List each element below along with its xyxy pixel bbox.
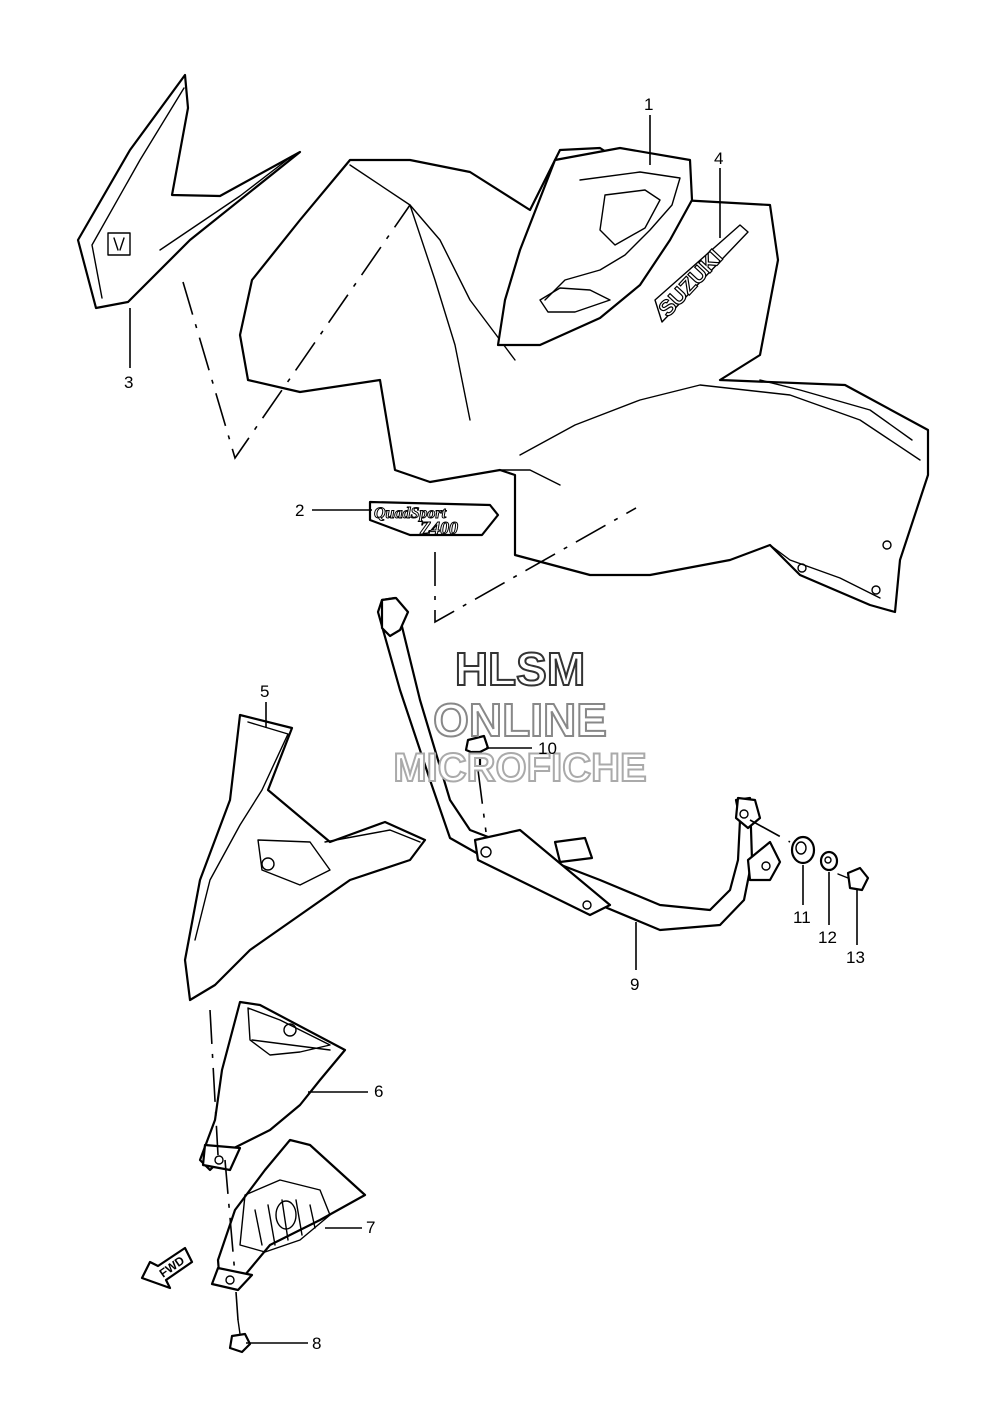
callout-11: 11 xyxy=(793,908,811,927)
front-fender-body xyxy=(238,146,930,614)
callout-3: 3 xyxy=(124,373,134,392)
assembly-guide-lines-lower xyxy=(209,1009,239,1321)
callout-6: 6 xyxy=(374,1082,384,1101)
part-11-cushion xyxy=(749,819,816,865)
callout-4: 4 xyxy=(714,149,724,168)
callout-5: 5 xyxy=(260,682,270,701)
part-13-screw xyxy=(837,866,870,892)
callout-2: 2 xyxy=(295,501,305,520)
callout-1: 1 xyxy=(644,95,654,114)
part-1-center-cover xyxy=(496,146,694,347)
watermark-line-2: ONLINE xyxy=(432,694,608,746)
callout-10: 10 xyxy=(538,739,557,758)
callout-13: 13 xyxy=(846,948,865,967)
part-8-screw xyxy=(228,1319,252,1354)
callout-12: 12 xyxy=(818,928,837,947)
fwd-direction-arrow: FWD xyxy=(140,1246,194,1290)
part-5-lower-cover xyxy=(183,713,427,1002)
callout-leader-lines xyxy=(129,115,858,1344)
assembly-guide-lines-upper xyxy=(182,204,637,624)
callout-7: 7 xyxy=(366,1218,376,1237)
part-10-bolt xyxy=(464,734,490,833)
part-3-front-decal xyxy=(76,73,302,310)
part-7-duct xyxy=(210,1138,367,1292)
part-2-model-decal: QuadSport Z400 xyxy=(368,500,500,539)
part-9-mounting-bracket xyxy=(376,596,782,932)
emblem-model-number-text: Z400 xyxy=(419,518,458,538)
emblem-model-text: QuadSport xyxy=(374,505,447,522)
watermark-line-1: HLSM xyxy=(454,643,586,695)
part-12-washer xyxy=(819,850,839,872)
part-6-cover xyxy=(198,1000,347,1172)
watermark-line-3: MICROFICHE xyxy=(392,746,647,790)
callout-8: 8 xyxy=(312,1334,322,1353)
callout-9: 9 xyxy=(630,975,640,994)
